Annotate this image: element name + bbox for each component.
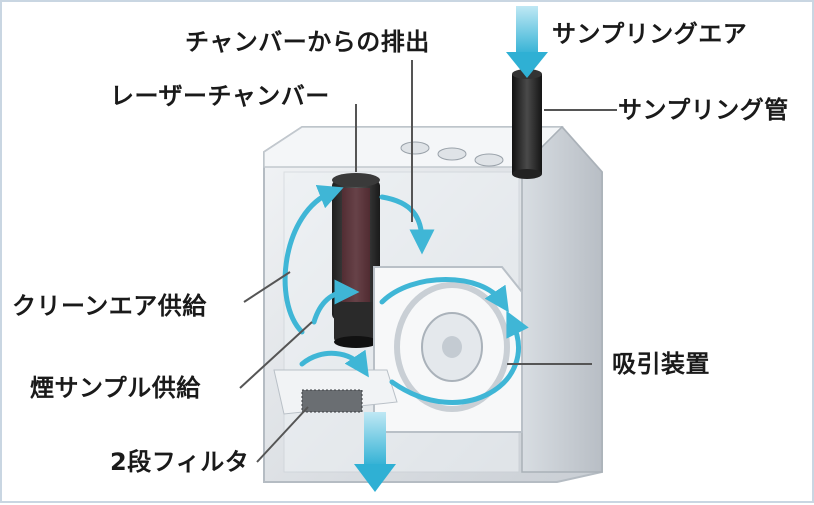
- label-chamber-exhaust: チャンバーからの排出: [185, 28, 430, 56]
- leader-smoke-sample-supply: [239, 321, 313, 389]
- leader-lines: [239, 60, 617, 463]
- label-clean-air-supply: クリーンエア供給: [12, 292, 207, 320]
- label-suction-device: 吸引装置: [612, 350, 710, 378]
- two-stage-filter: [273, 369, 398, 415]
- laser-chamber: [332, 173, 380, 348]
- exhaust-arrow: [354, 412, 396, 492]
- leader-two-stage-filter: [256, 406, 309, 463]
- label-sampling-air: サンプリングエア: [552, 20, 748, 48]
- airflow-paths: [282, 185, 529, 405]
- label-laser-chamber: レーザーチャンバー: [110, 82, 330, 110]
- sampling-pipe: [512, 69, 542, 179]
- label-smoke-sample-supply: 煙サンプル供給: [30, 374, 201, 402]
- sampling-air-arrow: [506, 6, 548, 78]
- leader-clean-air-supply: [243, 271, 291, 303]
- top-ports: [400, 141, 504, 167]
- label-two-stage-filter: 2段フィルタ: [110, 448, 250, 476]
- label-sampling-pipe: サンプリング管: [618, 96, 789, 124]
